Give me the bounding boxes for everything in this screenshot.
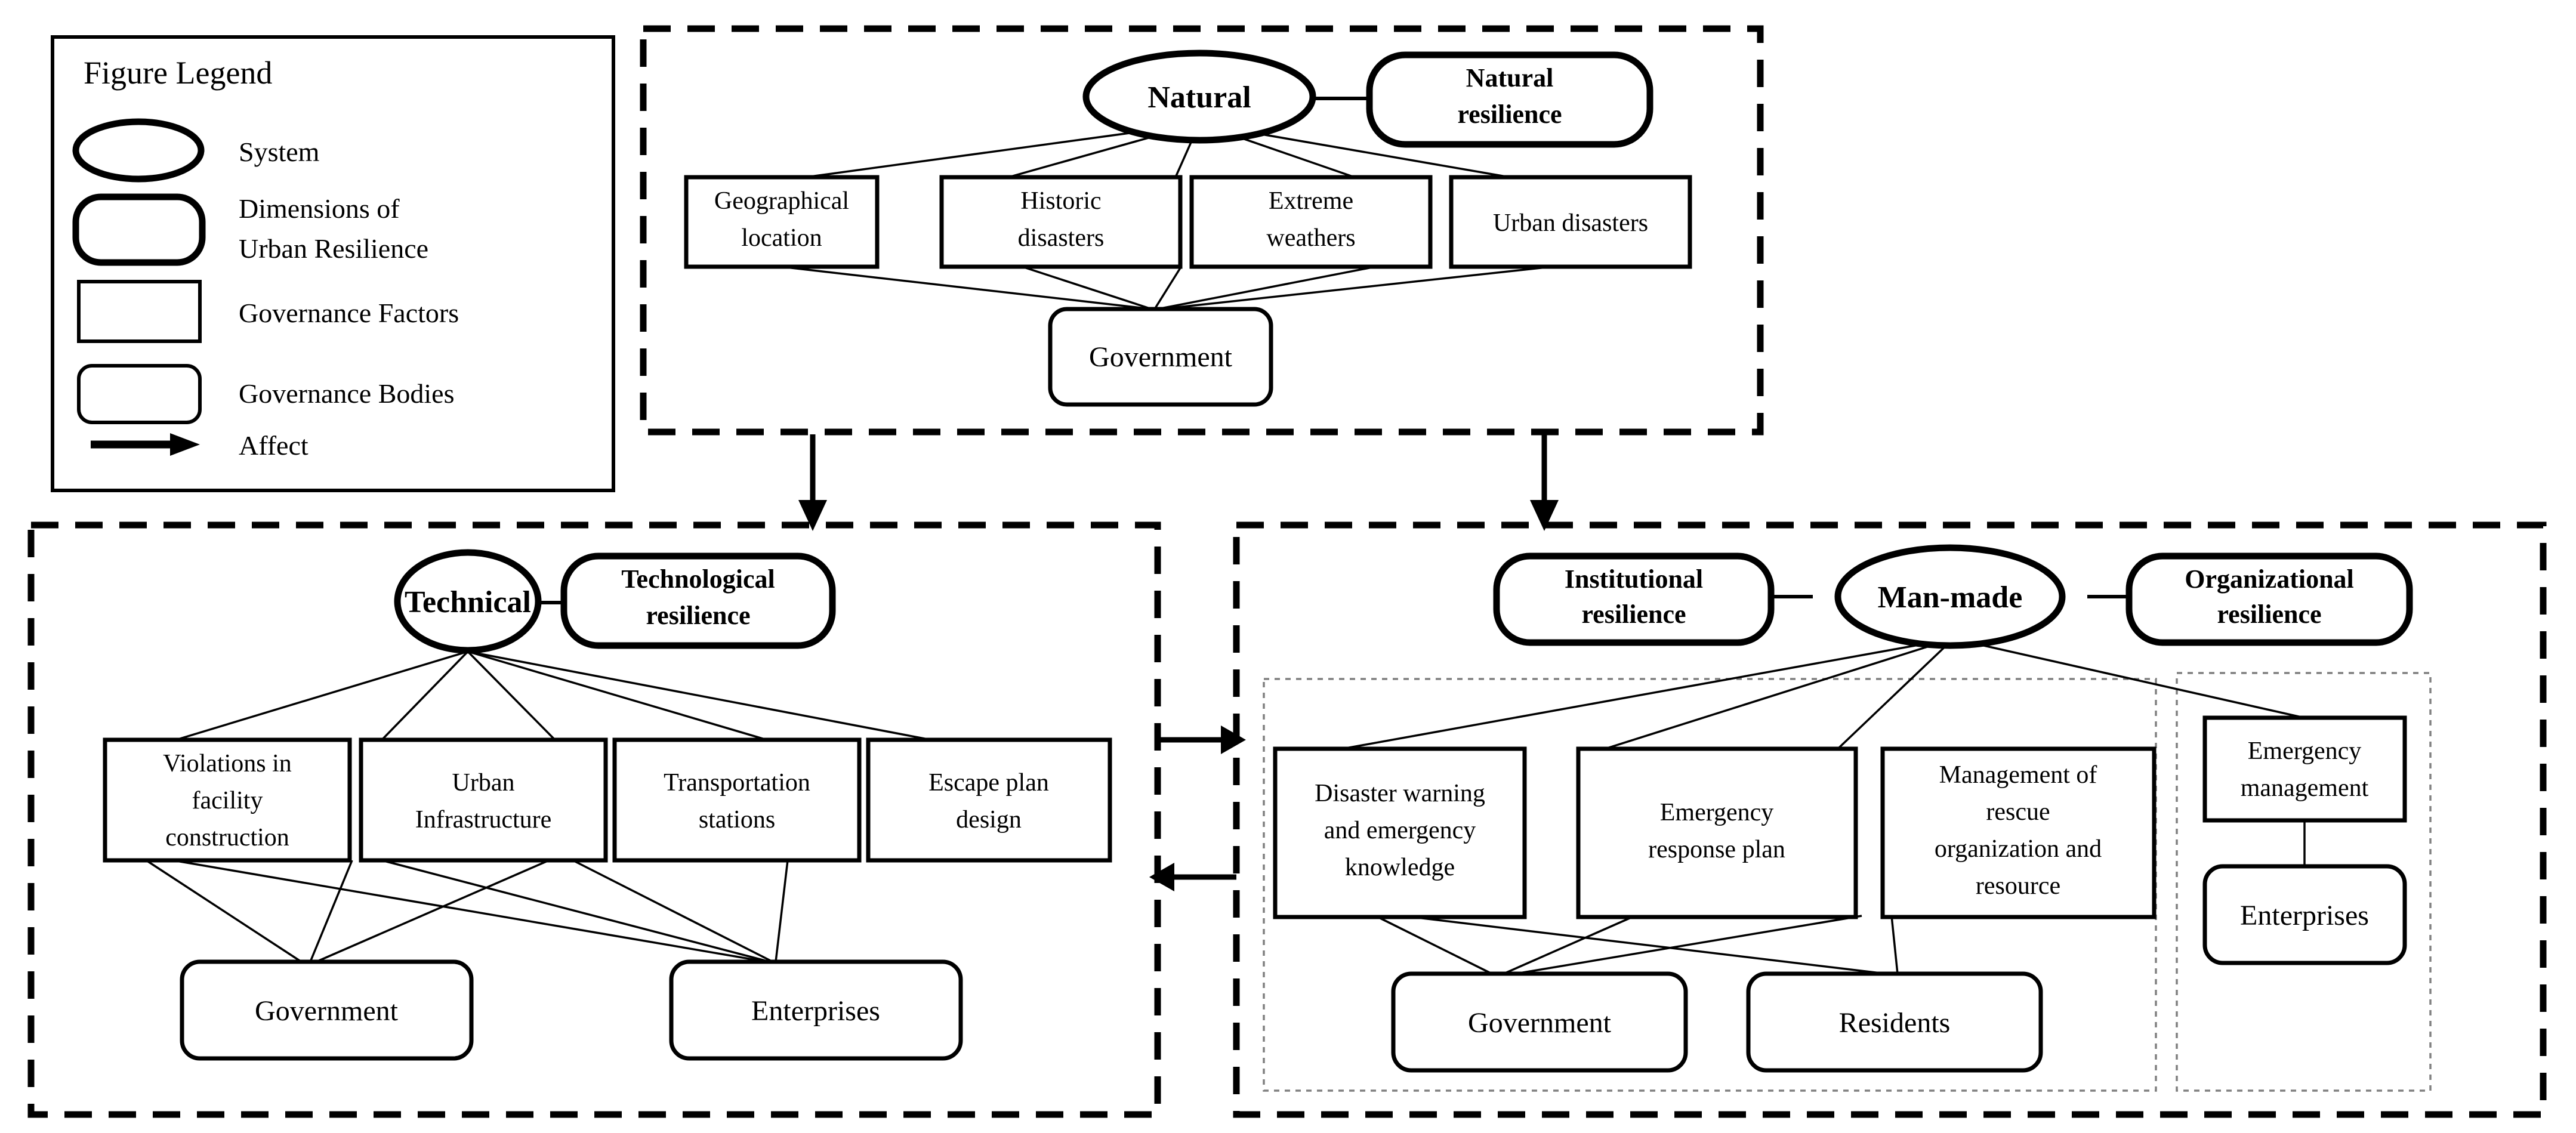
legend-label-factors: Governance Factors [239, 298, 459, 328]
factor-historic-disasters-l1: Historic [1020, 187, 1101, 215]
dimension-institutional-resilience-l2: resilience [1581, 600, 1686, 629]
factor-emergency-response-plan-l2: response plan [1648, 836, 1785, 863]
body-government-manmade[interactable]: Government [1391, 971, 1688, 1073]
technical-factors-to-bodies [146, 859, 789, 963]
factor-transportation-stations-l1: Transportation [664, 769, 810, 797]
body-government-natural[interactable]: Government [1048, 307, 1273, 407]
factor-management-rescue-l3: organization and [1935, 835, 2102, 863]
legend-label-affect: Affect [239, 430, 308, 461]
legend-label-system: System [239, 137, 320, 167]
system-manmade-label: Man-made [1878, 581, 2023, 615]
factor-extreme-weathers[interactable]: Extreme weathers [1189, 175, 1433, 269]
factor-emergency-management-l2: management [2241, 774, 2369, 802]
factor-disaster-warning-l2: and emergency [1324, 817, 1476, 844]
affect-arrow-natural-to-technical [798, 434, 827, 531]
factor-geographical-location-l2: location [741, 224, 822, 252]
panel-manmade-border [1233, 521, 2547, 1118]
body-enterprises-manmade-label: Enterprises [2240, 900, 2369, 931]
panel-manmade: Institutional resilience Man-made Organi… [1233, 521, 2547, 1118]
dimension-organizational-resilience-l2: resilience [2217, 600, 2321, 629]
manmade-system-to-factors [1342, 638, 2310, 750]
system-manmade[interactable]: Man-made [1834, 544, 2066, 649]
affect-arrow-manmade-to-technical [1149, 863, 1236, 891]
system-natural[interactable]: Natural [1082, 50, 1316, 144]
dimension-technological-resilience[interactable]: Technological resilience [560, 552, 836, 649]
subgroup-organizational [2176, 672, 2432, 1092]
system-natural-label: Natural [1147, 81, 1251, 115]
factor-emergency-management[interactable]: Emergency management [2202, 715, 2407, 823]
dimension-natural-resilience-l1: Natural [1466, 63, 1554, 92]
factor-transportation-stations[interactable]: Transportation stations [612, 737, 862, 863]
panel-natural: Natural Natural resilience Geographical … [640, 25, 1764, 436]
factor-escape-plan-design-l2: design [956, 806, 1022, 833]
panel-natural-border [640, 25, 1764, 436]
factor-geographical-location-l1: Geographical [714, 187, 849, 215]
factor-management-rescue-l1: Management of [1939, 761, 2097, 789]
dimension-organizational-resilience-l1: Organizational [2185, 564, 2354, 594]
body-enterprises-manmade[interactable]: Enterprises [2202, 864, 2407, 965]
body-government-technical-label: Government [255, 995, 399, 1027]
affect-arrow-technical-to-manmade [1158, 726, 1246, 754]
body-government-manmade-label: Government [1468, 1007, 1612, 1039]
factor-disaster-warning-emergency-knowledge[interactable]: Disaster warning and emergency knowledge [1273, 746, 1527, 919]
factor-violations-l1: Violations in [163, 750, 292, 777]
dimension-institutional-resilience[interactable]: Institutional resilience [1493, 552, 1775, 646]
factor-management-rescue-l4: resource [1976, 872, 2060, 900]
factor-urban-infrastructure[interactable]: Urban Infrastructure [359, 737, 608, 863]
legend-arrow-icon [91, 433, 200, 456]
legend-ellipse-icon [72, 118, 205, 183]
figure-legend: Figure Legend System Dimensions of Urban… [51, 35, 615, 492]
factor-historic-disasters[interactable]: Historic disasters [939, 175, 1183, 269]
factor-disaster-warning-l3: knowledge [1345, 854, 1455, 881]
legend-stadium-icon [72, 193, 206, 266]
dimension-natural-resilience-l2: resilience [1457, 100, 1562, 129]
body-enterprises-technical-label: Enterprises [751, 995, 880, 1027]
body-enterprises-technical[interactable]: Enterprises [669, 959, 963, 1061]
natural-factors-to-body [775, 265, 1558, 310]
factor-urban-infrastructure-l2: Infrastructure [415, 806, 552, 833]
dimension-institutional-resilience-l1: Institutional [1565, 564, 1703, 594]
affect-arrow-natural-to-manmade [1530, 434, 1559, 531]
legend-rect-icon [77, 280, 202, 343]
dimension-technological-resilience-l2: resilience [646, 601, 750, 630]
factor-urban-disasters[interactable]: Urban disasters [1449, 175, 1692, 269]
system-technical-label: Technical [405, 585, 531, 619]
factor-violations-l2: facility [192, 787, 263, 814]
dimension-organizational-resilience[interactable]: Organizational resilience [2125, 552, 2413, 646]
factor-management-rescue-l2: rescue [1986, 798, 2050, 826]
dimension-natural-resilience[interactable]: Natural resilience [1366, 51, 1653, 148]
factor-management-of-rescue-organization-resource[interactable]: Management of rescue organization and re… [1880, 746, 2157, 919]
body-government-natural-label: Government [1089, 341, 1233, 373]
body-government-technical[interactable]: Government [180, 959, 474, 1061]
panel-technical-border [27, 521, 1161, 1118]
dimension-technological-resilience-l1: Technological [621, 564, 775, 594]
system-technical[interactable]: Technical [394, 549, 542, 654]
factor-extreme-weathers-l1: Extreme [1269, 187, 1353, 215]
factor-escape-plan-design[interactable]: Escape plan design [866, 737, 1112, 863]
body-residents-manmade-label: Residents [1839, 1007, 1951, 1039]
legend-rounded-rect-icon [77, 364, 202, 424]
factor-geographical-location[interactable]: Geographical location [684, 175, 880, 269]
legend-label-dimensions-l2: Urban Resilience [239, 233, 428, 264]
factor-violations-in-facility-construction[interactable]: Violations in facility construction [103, 737, 352, 863]
factor-historic-disasters-l2: disasters [1018, 224, 1105, 252]
factor-emergency-response-plan-l1: Emergency [1660, 799, 1773, 826]
legend-title: Figure Legend [84, 55, 272, 91]
body-residents-manmade[interactable]: Residents [1746, 971, 2043, 1073]
factor-escape-plan-design-l1: Escape plan [928, 769, 1049, 797]
factor-disaster-warning-l1: Disaster warning [1315, 780, 1485, 807]
factor-extreme-weathers-l2: weathers [1266, 224, 1355, 252]
factor-transportation-stations-l2: stations [699, 806, 775, 833]
factor-urban-disasters-l1: Urban disasters [1493, 209, 1648, 237]
factor-emergency-management-l1: Emergency [2248, 737, 2361, 765]
legend-label-bodies: Governance Bodies [239, 378, 455, 409]
manmade-factors-to-bodies [1375, 915, 1899, 975]
factor-violations-l3: construction [165, 824, 289, 851]
technical-system-to-factors [175, 650, 931, 741]
factor-emergency-response-plan[interactable]: Emergency response plan [1576, 746, 1858, 919]
legend-label-dimensions-l1: Dimensions of [239, 193, 400, 224]
panel-technical: Technical Technological resilience Viola… [27, 521, 1161, 1118]
factor-urban-infrastructure-l1: Urban [452, 769, 515, 797]
